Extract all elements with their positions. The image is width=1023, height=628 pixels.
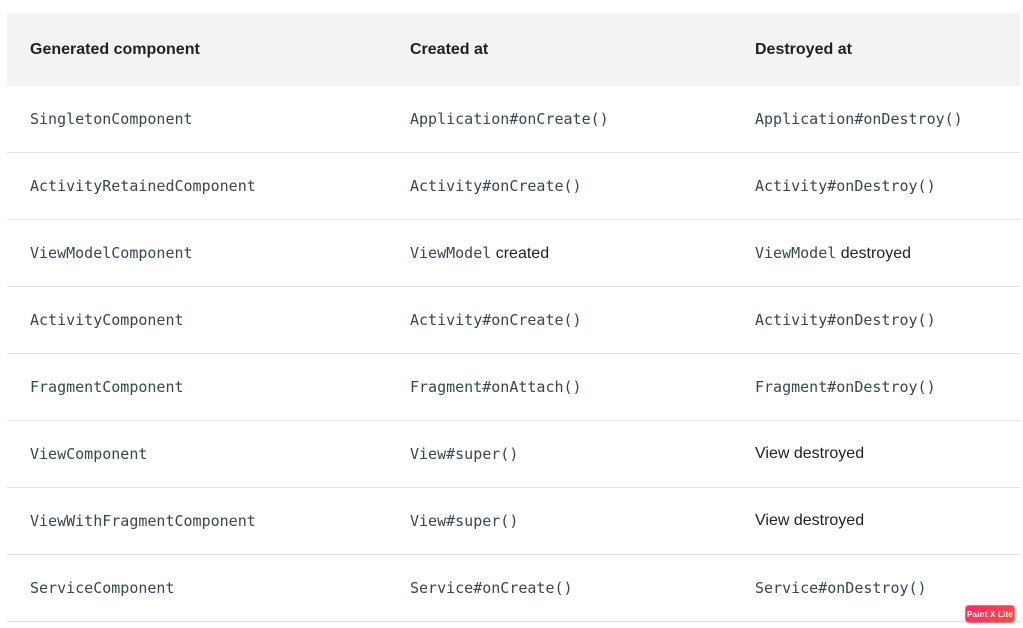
table-row: ActivityRetainedComponent Activity#onCrea… xyxy=(7,153,1020,220)
cell-destroyed-at: Activity#onDestroy() xyxy=(755,177,1020,196)
table-row: FragmentComponent Fragment#onAttach() Frag… xyxy=(7,354,1020,421)
cell-generated-component: ActivityComponent xyxy=(7,311,410,330)
code-text: ViewModel xyxy=(410,243,492,262)
cell-destroyed-at: View destroyed xyxy=(755,512,1020,530)
cell-generated-component: ViewModelComponent xyxy=(7,244,410,263)
cell-generated-component: ViewWithFragmentComponent xyxy=(7,512,410,531)
column-header-destroyed-at: Destroyed at xyxy=(755,40,852,58)
code-text: Service#onCreate() xyxy=(410,578,573,597)
table-row: ViewComponent View#super() View destroyed xyxy=(7,421,1020,488)
code-text: Fragment#onAttach() xyxy=(410,377,582,396)
cell-generated-component: ServiceComponent xyxy=(7,579,410,598)
code-text: Application#onDestroy() xyxy=(755,109,963,128)
code-text: Service#onDestroy() xyxy=(755,578,927,597)
table-header-row: Generated component Created at Destroyed… xyxy=(7,13,1020,86)
code-text: ViewModelComponent xyxy=(30,243,193,262)
cell-created-at: Service#onCreate() xyxy=(410,579,755,598)
cell-created-at: ViewModel created xyxy=(410,244,755,263)
paint-x-lite-watermark: Paint X Lite xyxy=(965,605,1015,623)
cell-generated-component: FragmentComponent xyxy=(7,378,410,397)
code-text: ViewWithFragmentComponent xyxy=(30,511,256,530)
watermark-label: Paint X Lite xyxy=(967,609,1013,619)
table-body: SingletonComponent Application#onCreate()… xyxy=(7,86,1020,622)
cell-created-at: Fragment#onAttach() xyxy=(410,378,755,397)
cell-created-at: Application#onCreate() xyxy=(410,110,755,129)
code-text: Application#onCreate() xyxy=(410,109,609,128)
cell-destroyed-at: View destroyed xyxy=(755,445,1020,463)
code-text: ActivityRetainedComponent xyxy=(30,176,256,195)
column-header-generated-component: Generated component xyxy=(30,40,200,58)
table-row: ViewWithFragmentComponent View#super() Vie… xyxy=(7,488,1020,555)
cell-created-at: View#super() xyxy=(410,445,755,464)
code-text: Activity#onCreate() xyxy=(410,176,582,195)
column-header-created-at: Created at xyxy=(410,40,489,58)
code-text: Activity#onCreate() xyxy=(410,310,582,329)
component-lifetimes-table: Generated component Created at Destroyed… xyxy=(7,13,1020,622)
table-row: ActivityComponent Activity#onCreate() Acti… xyxy=(7,287,1020,354)
code-text: View#super() xyxy=(410,511,519,530)
plain-text: created xyxy=(491,244,550,262)
cell-created-at: Activity#onCreate() xyxy=(410,177,755,196)
plain-text: destroyed xyxy=(836,244,911,262)
code-text: Activity#onDestroy() xyxy=(755,310,936,329)
cell-created-at: View#super() xyxy=(410,512,755,531)
cell-destroyed-at: Application#onDestroy() xyxy=(755,110,1020,129)
code-text: FragmentComponent xyxy=(30,377,184,396)
cell-destroyed-at: Activity#onDestroy() xyxy=(755,311,1020,330)
code-text: Activity#onDestroy() xyxy=(755,176,936,195)
table-row: SingletonComponent Application#onCreate()… xyxy=(7,86,1020,153)
plain-text: View destroyed xyxy=(755,445,865,462)
cell-generated-component: ViewComponent xyxy=(7,445,410,464)
code-text: ViewComponent xyxy=(30,444,148,463)
plain-text: View destroyed xyxy=(755,512,865,529)
code-text: SingletonComponent xyxy=(30,109,193,128)
code-text: Fragment#onDestroy() xyxy=(755,377,936,396)
code-text: ViewModel xyxy=(755,243,837,262)
cell-destroyed-at: Service#onDestroy() xyxy=(755,579,1020,598)
cell-created-at: Activity#onCreate() xyxy=(410,311,755,330)
table-row: ServiceComponent Service#onCreate() Servic… xyxy=(7,555,1020,622)
code-text: ActivityComponent xyxy=(30,310,184,329)
cell-generated-component: SingletonComponent xyxy=(7,110,410,129)
cell-generated-component: ActivityRetainedComponent xyxy=(7,177,410,196)
code-text: ServiceComponent xyxy=(30,578,175,597)
code-text: View#super() xyxy=(410,444,519,463)
cell-destroyed-at: ViewModel destroyed xyxy=(755,244,1020,263)
cell-destroyed-at: Fragment#onDestroy() xyxy=(755,378,1020,397)
